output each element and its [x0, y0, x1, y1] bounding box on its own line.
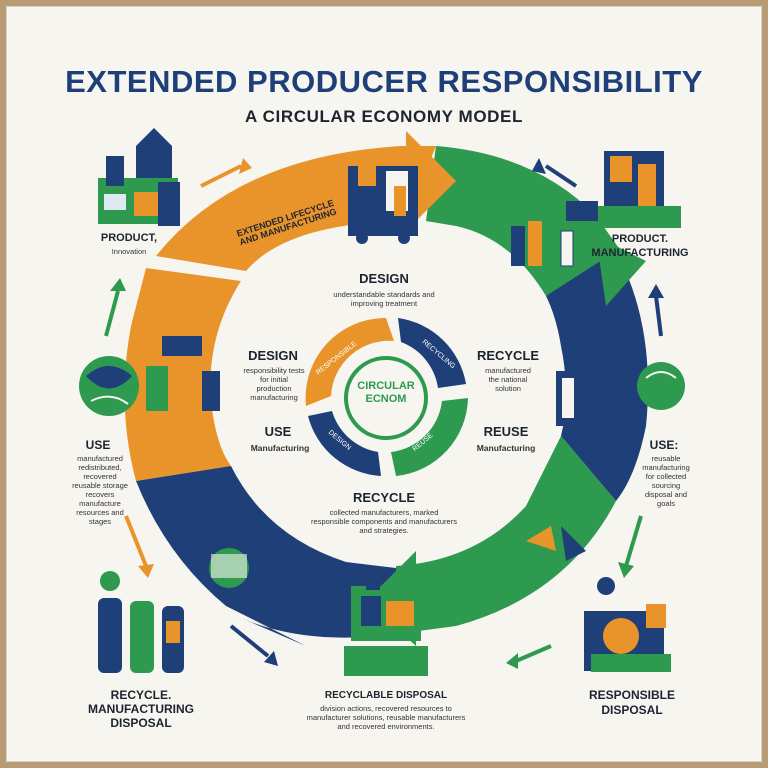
use-l-note-6: resources and [76, 508, 124, 517]
corner-arrow-bottom [229, 624, 270, 658]
inner-label-use-left: USE [264, 424, 292, 439]
inner-label-design-left: DESIGN [248, 348, 298, 363]
use-r-note-2: for collected [645, 472, 687, 481]
use-l-note-7: stages [88, 517, 112, 526]
recycle-right-note1: manufactured [485, 366, 531, 375]
design-left-note2: for initial [260, 375, 288, 384]
inner-segment-navy-bottom [308, 411, 381, 476]
ring-arrowhead-right [596, 236, 646, 306]
ring-segment-navy-right [546, 251, 648, 501]
product-bottles-icon [98, 571, 184, 673]
waste-bag-icon [209, 548, 249, 588]
ring-arrowhead-top [406, 131, 456, 231]
machine-icon [348, 156, 418, 244]
use-r-note-1: manufacturing [642, 463, 690, 472]
label-recycle-bl3: DISPOSAL [110, 716, 172, 730]
design-left-note3: production [256, 384, 292, 393]
label-product-tl-sub: Innovation [111, 247, 147, 256]
use-l-note-0: manufactured [77, 454, 123, 463]
bottom-note-0: division actions, recovered resources to [320, 704, 452, 713]
bottom-caption: RECYCLABLE DISPOSAL [324, 690, 448, 701]
center-circle [344, 356, 428, 440]
corner-arrow-left [104, 290, 120, 337]
label-product-tr2: MANUFACTURING [591, 247, 689, 259]
use-l-note-3: reusable storage [72, 481, 128, 490]
inner-segment-orange [305, 317, 394, 406]
use-r-note-5: goals [657, 499, 675, 508]
corner-arrow-tl [200, 164, 242, 188]
ring-segment-green-bottom [396, 436, 616, 634]
use-r-note-4: disposal and [644, 490, 688, 499]
recycling-machine-icon [344, 566, 428, 676]
use-r-note-0: reusable [651, 454, 681, 463]
label-recycle-bl1: RECYCLE. [110, 688, 172, 702]
recycle-bottom-note2: responsible components and manufacturers [311, 517, 457, 526]
inner-segment-navy-top [398, 318, 466, 388]
label-use-r: USE: [649, 438, 679, 452]
label-disposal-br1: RESPONSIBLE [588, 688, 675, 702]
factory-icon [98, 128, 180, 226]
use-l-note-1: redistributed, [78, 463, 122, 472]
center-line2: ECNOM [365, 393, 407, 405]
corner-arrow-br [624, 515, 643, 567]
bottom-note-2: and recovered environments. [337, 722, 435, 731]
circular-diagram [79, 128, 685, 676]
design-left-note4: manufacturing [250, 393, 298, 402]
corner-arrow-bottom-right [515, 644, 552, 663]
recycle-symbol-icon [526, 526, 586, 576]
recycle-bottom-note3: and strategies. [359, 526, 409, 535]
recycle-drum-icon [556, 362, 685, 426]
corner-arrow-right [654, 295, 663, 337]
center-line1: CIRCULAR [357, 380, 415, 392]
label-product-tl: PRODUCT, [100, 232, 158, 244]
containers-icon [146, 336, 220, 411]
poster-frame: EXTENDED PRODUCER RESPONSIBILITY A CIRCU… [6, 6, 762, 762]
globe-leaves-icon [79, 356, 139, 416]
page-title: EXTENDED PRODUCER RESPONSIBILITY [65, 64, 703, 99]
design-top-note1: understandable standards and [333, 290, 435, 299]
inner-label-reuse-right: REUSE [483, 424, 529, 439]
recycle-bottom-note1: collected manufacturers, marked [329, 508, 439, 517]
disposal-plant-icon [584, 577, 671, 672]
use-l-note-4: recovers [85, 490, 115, 499]
use-l-note-5: manufacture [79, 499, 121, 508]
design-left-note1: responsibility tests [243, 366, 305, 375]
plant-building-icon [566, 151, 681, 228]
label-disposal-br2: DISPOSAL [601, 703, 663, 717]
inner-segment-green-right [391, 398, 468, 476]
bottom-note-1: manufacturer solutions, reusable manufac… [306, 713, 466, 722]
reuse-right-sub: Manufacturing [476, 443, 536, 453]
corner-arrow-tr [544, 164, 578, 188]
inner-label-design-top: DESIGN [359, 271, 409, 286]
recycle-right-note3: solution [495, 384, 521, 393]
use-r-note-3: sourcing [651, 481, 681, 490]
bottles-icon [511, 221, 574, 267]
label-use-l: USE [85, 438, 111, 452]
design-top-note2: improving treatment [350, 299, 418, 308]
page-subtitle: A CIRCULAR ECONOMY MODEL [245, 107, 523, 126]
ring-segment-navy-bottom [136, 466, 396, 646]
inner-label-recycle-bottom: RECYCLE [352, 490, 416, 505]
use-l-note-2: recovered [83, 472, 117, 481]
recycle-right-note2: the national [488, 375, 528, 384]
corner-arrow-bl [124, 515, 148, 567]
label-recycle-bl2: MANUFACTURING [88, 702, 194, 716]
label-product-tr1: PRODUCT. [611, 233, 669, 245]
inner-label-recycle-right: RECYCLE [476, 348, 540, 363]
use-left-sub: Manufacturing [250, 443, 310, 453]
